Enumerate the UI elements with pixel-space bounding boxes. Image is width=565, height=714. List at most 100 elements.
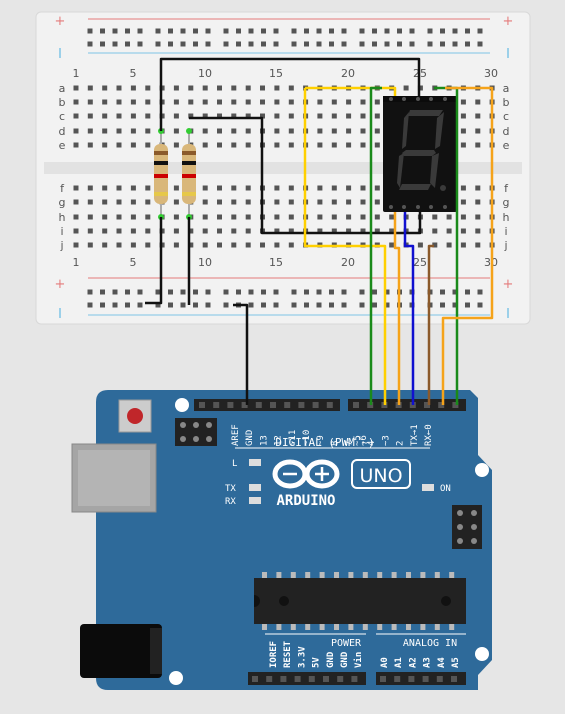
rail-hole[interactable] — [397, 41, 402, 47]
rail-hole[interactable] — [248, 289, 254, 295]
header-pin[interactable] — [284, 402, 291, 408]
breadboard-hole[interactable] — [245, 128, 251, 134]
header-pin[interactable] — [213, 402, 220, 408]
breadboard-hole[interactable] — [217, 99, 222, 105]
breadboard-hole[interactable] — [346, 113, 352, 119]
breadboard-hole[interactable] — [116, 85, 122, 91]
header-pin[interactable] — [436, 676, 443, 682]
breadboard-hole[interactable] — [346, 199, 352, 205]
rail-hole[interactable] — [359, 41, 365, 47]
rail-hole[interactable] — [440, 289, 445, 295]
rail-hole[interactable] — [87, 41, 93, 47]
breadboard-hole[interactable] — [389, 214, 395, 220]
breadboard-hole[interactable] — [145, 199, 151, 205]
rail-hole[interactable] — [341, 289, 347, 295]
rail-hole[interactable] — [205, 302, 211, 308]
reset-button[interactable] — [118, 399, 152, 433]
breadboard-hole[interactable] — [360, 142, 366, 148]
rail-hole[interactable] — [205, 41, 211, 47]
breadboard-hole[interactable] — [260, 85, 265, 91]
rail-hole[interactable] — [291, 41, 297, 47]
breadboard-hole[interactable] — [288, 142, 294, 148]
rail-hole[interactable] — [304, 28, 309, 34]
breadboard-hole[interactable] — [102, 85, 108, 91]
rail-hole[interactable] — [465, 28, 470, 34]
breadboard-hole[interactable] — [130, 242, 136, 248]
rail-hole[interactable] — [193, 302, 198, 308]
breadboard-hole[interactable] — [145, 185, 151, 191]
breadboard-hole[interactable] — [346, 128, 352, 134]
breadboard-hole[interactable] — [260, 99, 265, 105]
breadboard-hole[interactable] — [274, 242, 280, 248]
breadboard-hole[interactable] — [145, 228, 151, 234]
breadboard-hole[interactable] — [231, 85, 237, 91]
breadboard-hole[interactable] — [173, 242, 179, 248]
rail-hole[interactable] — [359, 289, 365, 295]
breadboard-hole[interactable] — [389, 242, 395, 248]
header-pin[interactable] — [351, 676, 358, 682]
breadboard-hole[interactable] — [432, 214, 438, 220]
rail-hole[interactable] — [372, 28, 377, 34]
rail-hole[interactable] — [261, 41, 266, 47]
rail-hole[interactable] — [372, 302, 377, 308]
rail-hole[interactable] — [440, 41, 445, 47]
breadboard-hole[interactable] — [173, 99, 179, 105]
rail-hole[interactable] — [168, 28, 173, 34]
rail-hole[interactable] — [440, 302, 445, 308]
rail-hole[interactable] — [236, 289, 241, 295]
rail-hole[interactable] — [155, 302, 161, 308]
breadboard-hole[interactable] — [116, 214, 122, 220]
breadboard-hole[interactable] — [245, 214, 251, 220]
breadboard-hole[interactable] — [475, 113, 481, 119]
breadboard-hole[interactable] — [87, 128, 93, 134]
resistor-1[interactable] — [154, 128, 168, 220]
rail-hole[interactable] — [427, 28, 433, 34]
breadboard-hole[interactable] — [374, 228, 380, 234]
breadboard-hole[interactable] — [288, 242, 294, 248]
rail-hole[interactable] — [137, 41, 143, 47]
breadboard-hole[interactable] — [202, 85, 208, 91]
breadboard-hole[interactable] — [102, 199, 108, 205]
breadboard-hole[interactable] — [460, 113, 466, 119]
breadboard-hole[interactable] — [87, 242, 93, 248]
rail-hole[interactable] — [329, 41, 334, 47]
rail-hole[interactable] — [193, 28, 198, 34]
breadboard-hole[interactable] — [331, 199, 337, 205]
breadboard-hole[interactable] — [245, 99, 251, 105]
breadboard-hole[interactable] — [73, 185, 79, 191]
rail-hole[interactable] — [100, 41, 105, 47]
breadboard-hole[interactable] — [274, 214, 280, 220]
breadboard-hole[interactable] — [475, 99, 481, 105]
breadboard-hole[interactable] — [331, 142, 337, 148]
breadboard-hole[interactable] — [475, 214, 481, 220]
breadboard-hole[interactable] — [202, 128, 208, 134]
rail-hole[interactable] — [155, 28, 161, 34]
breadboard-hole[interactable] — [145, 242, 151, 248]
breadboard-hole[interactable] — [245, 113, 251, 119]
breadboard-hole[interactable] — [288, 99, 294, 105]
breadboard-hole[interactable] — [317, 113, 323, 119]
breadboard-hole[interactable] — [274, 199, 280, 205]
rail-hole[interactable] — [341, 41, 347, 47]
rail-hole[interactable] — [384, 28, 390, 34]
breadboard-hole[interactable] — [217, 214, 222, 220]
breadboard-hole[interactable] — [87, 85, 93, 91]
breadboard-hole[interactable] — [202, 99, 208, 105]
breadboard-hole[interactable] — [231, 228, 237, 234]
breadboard-hole[interactable] — [130, 128, 136, 134]
rail-hole[interactable] — [341, 28, 347, 34]
breadboard-hole[interactable] — [116, 113, 122, 119]
header-pin[interactable] — [227, 402, 234, 408]
breadboard-hole[interactable] — [475, 228, 481, 234]
breadboard-hole[interactable] — [202, 142, 208, 148]
breadboard-hole[interactable] — [417, 85, 423, 91]
breadboard-hole[interactable] — [173, 142, 179, 148]
breadboard-hole[interactable] — [145, 113, 151, 119]
rail-hole[interactable] — [137, 302, 143, 308]
breadboard-hole[interactable] — [288, 128, 294, 134]
breadboard-hole[interactable] — [145, 85, 151, 91]
rail-hole[interactable] — [273, 28, 279, 34]
rail-hole[interactable] — [316, 41, 322, 47]
breadboard-hole[interactable] — [331, 113, 337, 119]
breadboard-hole[interactable] — [446, 242, 452, 248]
